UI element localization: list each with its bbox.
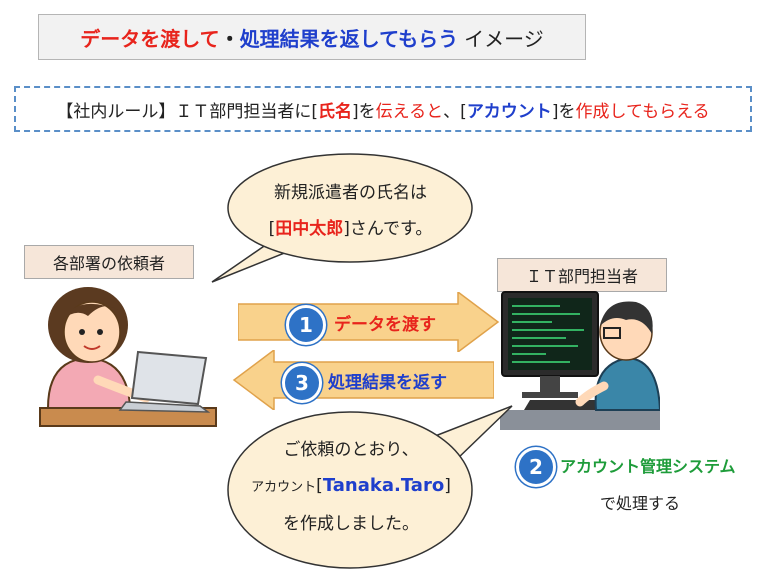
bottom-bubble-account: Tanaka.Taro [322, 475, 445, 496]
programmer-at-monitor-icon [500, 291, 660, 430]
woman-with-laptop-icon [39, 287, 217, 427]
title-part3: 処理結果を返してもらう [239, 26, 459, 51]
title-part2: ・ [219, 26, 240, 51]
bottom-bubble-open: [ [316, 476, 323, 496]
top-bubble-line1: 新規派遣者の氏名は [274, 183, 427, 203]
step2-badge: 2 [516, 447, 556, 487]
bottom-bubble-close: ] [444, 476, 451, 496]
step3-number: 3 [295, 371, 309, 395]
company-rule: 【社内ルール】ＩＴ部門担当者に[ 氏名 ]を 伝えると 、[ アカウント ]を … [14, 86, 752, 132]
it-staff-label-text: ＩＴ部門担当者 [525, 267, 638, 286]
step1-badge: 1 [286, 305, 326, 345]
title-part4: イメージ [464, 26, 544, 51]
step2-sub: で処理する [600, 494, 681, 513]
rule-tell: 伝えると [375, 101, 444, 122]
rule-prefix: 【社内ルール】ＩＴ部門担当者に[ [56, 101, 319, 122]
top-bubble-text: 新規派遣者の氏名は [田中太郎]さんです。 [228, 175, 473, 247]
top-bubble-open: [ [268, 219, 276, 239]
rule-name: 氏名 [318, 101, 353, 122]
rule-suffix: 作成してもらえる [575, 101, 710, 122]
bottom-bubble-line3: を作成しました。 [283, 514, 419, 534]
bottom-bubble-line2: アカウント[Tanaka.Taro] [232, 468, 470, 506]
requester-label-text: 各部署の依頼者 [52, 254, 165, 273]
rule-mid2: 、[ [443, 101, 467, 122]
bottom-speech-bubble [227, 405, 513, 569]
rule-account: アカウント [466, 101, 552, 122]
bottom-bubble-line1: ご依頼のとおり、 [283, 440, 419, 460]
bottom-bubble-text: ご依頼のとおり、 アカウント[Tanaka.Taro] を作成しました。 [232, 432, 470, 542]
step1-label: データを渡す [334, 315, 436, 335]
top-bubble-name: 田中太郎 [275, 219, 344, 239]
requester-label: 各部署の依頼者 [24, 245, 194, 279]
step2-label: アカウント管理システム [560, 457, 736, 476]
top-bubble-close: ]さんです。 [343, 219, 433, 239]
title-part1: データを渡して [80, 26, 220, 51]
step2-number: 2 [529, 455, 543, 479]
step3-label: 処理結果を返す [328, 373, 447, 393]
rule-mid1: ]を [352, 101, 376, 122]
rule-mid3: ]を [551, 101, 576, 122]
bottom-bubble-prefix: アカウント [251, 480, 317, 495]
top-speech-bubble [211, 153, 473, 283]
step1-number: 1 [299, 313, 313, 337]
step3-badge: 3 [282, 363, 322, 403]
diagram-title: データを渡して ・ 処理結果を返してもらう イメージ [38, 14, 586, 60]
top-bubble-line2: [田中太郎]さんです。 [228, 211, 473, 247]
it-staff-label: ＩＴ部門担当者 [497, 258, 667, 292]
